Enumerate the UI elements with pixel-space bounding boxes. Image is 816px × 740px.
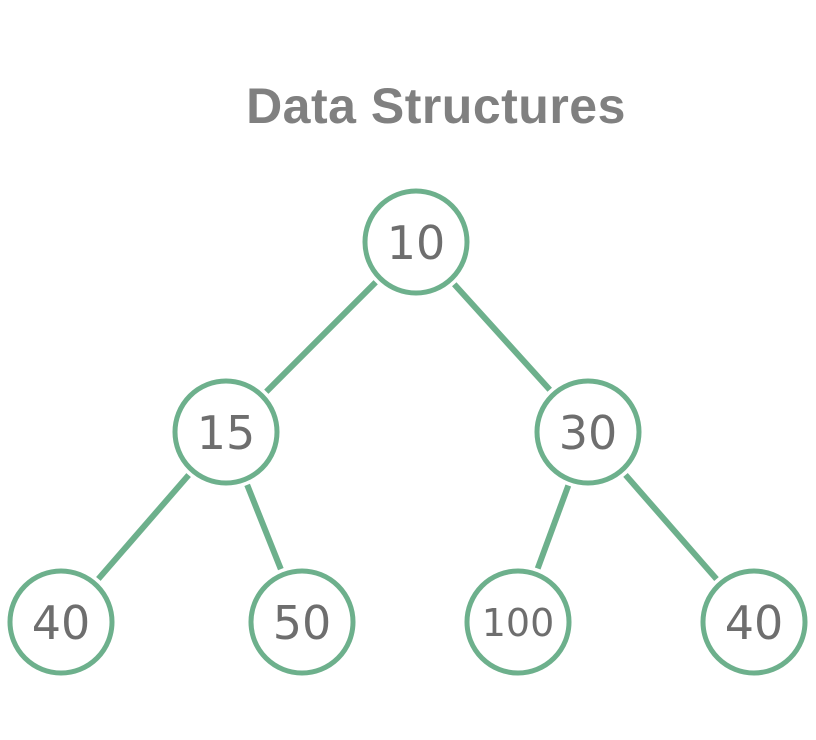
tree-nodes: 10 15 30 40 50 100 40 bbox=[7, 188, 808, 676]
tree-node-circle bbox=[172, 378, 280, 486]
tree-node-circle bbox=[7, 568, 115, 676]
tree-node-n4: 50 bbox=[248, 568, 356, 676]
tree-edge-n1-n3 bbox=[96, 473, 191, 581]
tree-node-label: 40 bbox=[32, 596, 91, 650]
tree-node-label: 100 bbox=[482, 601, 555, 645]
tree-node-label: 40 bbox=[725, 596, 784, 650]
tree-edges bbox=[96, 280, 719, 582]
tree-node-n6: 40 bbox=[700, 568, 808, 676]
tree-edge-n0-n1 bbox=[264, 280, 378, 394]
tree-node-label: 30 bbox=[559, 406, 618, 460]
tree-node-circle bbox=[464, 568, 572, 676]
diagram-title: Data Structures bbox=[246, 78, 626, 134]
tree-node-circle bbox=[534, 378, 642, 486]
tree-edge-n2-n6 bbox=[623, 472, 719, 582]
tree-node-circle bbox=[700, 568, 808, 676]
tree-node-label: 10 bbox=[387, 216, 446, 270]
tree-node-n1: 15 bbox=[172, 378, 280, 486]
tree-node-circle bbox=[248, 568, 356, 676]
tree-edge-n0-n2 bbox=[452, 282, 552, 392]
tree-node-n3: 40 bbox=[7, 568, 115, 676]
tree-edge-n2-n5 bbox=[534, 484, 572, 570]
tree-node-label: 15 bbox=[197, 406, 256, 460]
tree-node-label: 50 bbox=[273, 596, 332, 650]
tree-node-n5: 100 bbox=[464, 568, 572, 676]
tree-node-n0: 10 bbox=[362, 188, 470, 296]
tree-node-circle bbox=[362, 188, 470, 296]
tree-edge-n1-n4 bbox=[244, 483, 284, 571]
tree-node-n2: 30 bbox=[534, 378, 642, 486]
